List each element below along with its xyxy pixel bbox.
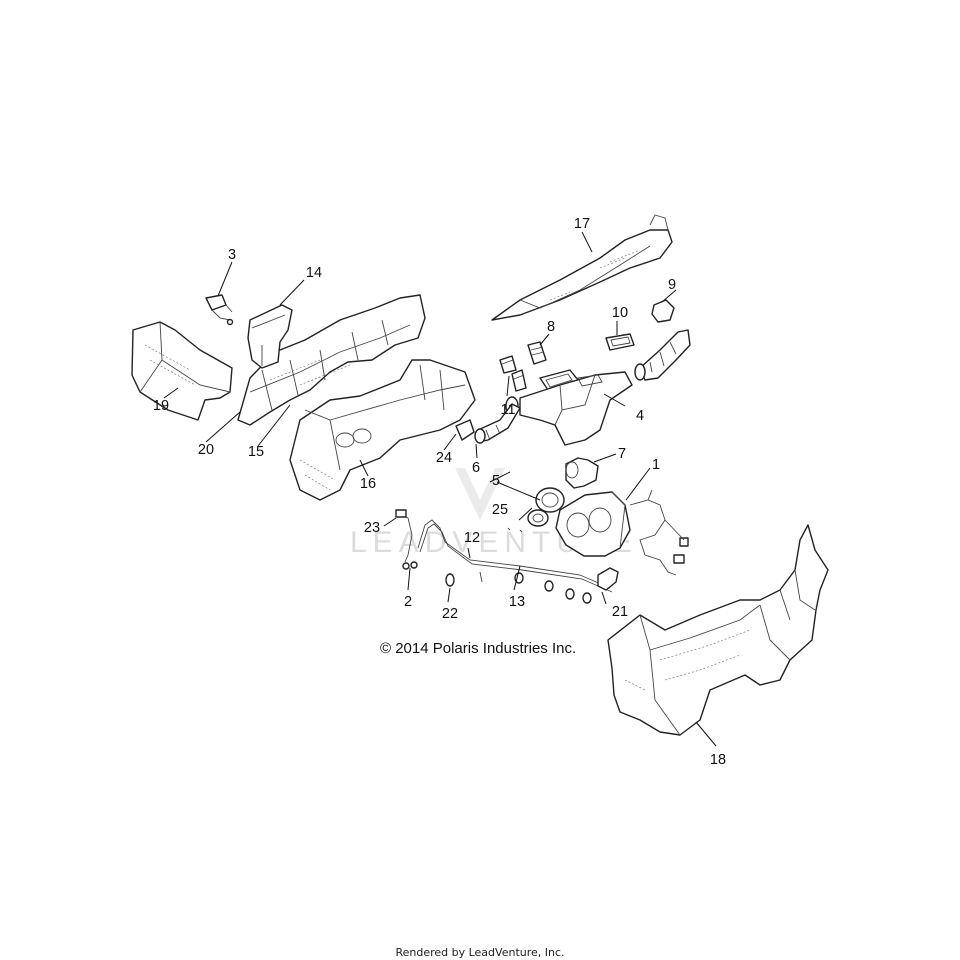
rendered-by-footer: Rendered by LeadVenture, Inc. <box>395 946 564 959</box>
part-7-elbow[interactable] <box>565 457 599 489</box>
callout-12[interactable]: 12 <box>464 530 480 546</box>
callout-6[interactable]: 6 <box>472 460 480 476</box>
callout-1[interactable]: 1 <box>652 457 660 473</box>
part-10-vent[interactable] <box>605 333 635 351</box>
part-hose-upper[interactable] <box>634 329 691 381</box>
callout-13[interactable]: 13 <box>509 594 525 610</box>
callout-18[interactable]: 18 <box>710 752 726 768</box>
part-2-clip[interactable] <box>402 561 418 570</box>
part-17-top-cover[interactable] <box>491 214 673 321</box>
callout-25[interactable]: 25 <box>492 502 508 518</box>
part-16-console[interactable] <box>289 359 476 501</box>
callout-labels: 1 2 3 4 5 6 7 8 9 10 11 12 13 14 15 16 1… <box>153 216 726 768</box>
leader-lines <box>163 231 717 747</box>
callout-16[interactable]: 16 <box>360 476 376 492</box>
callout-3[interactable]: 3 <box>228 247 236 263</box>
callout-20[interactable]: 20 <box>198 442 214 458</box>
callout-11[interactable]: 11 <box>500 402 515 418</box>
part-6-hose[interactable] <box>474 403 521 444</box>
callout-23[interactable]: 23 <box>364 520 380 536</box>
part-1-blower[interactable] <box>555 491 631 557</box>
callout-19[interactable]: 19 <box>153 398 169 414</box>
callout-22[interactable]: 22 <box>442 606 458 622</box>
part-5-flange[interactable] <box>527 487 565 527</box>
callout-5[interactable]: 5 <box>492 473 500 489</box>
callout-14[interactable]: 14 <box>306 265 322 281</box>
part-wire-harness[interactable] <box>629 489 689 576</box>
part-14-bracket[interactable] <box>247 304 293 369</box>
callout-7[interactable]: 7 <box>618 446 626 462</box>
callout-8[interactable]: 8 <box>547 319 555 335</box>
part-25-fastener <box>507 527 523 533</box>
callout-4[interactable]: 4 <box>636 408 644 424</box>
part-19-duct[interactable] <box>131 321 233 421</box>
part-21-fitting[interactable] <box>597 567 619 591</box>
part-11-vent[interactable] <box>499 355 527 392</box>
part-23-line[interactable] <box>395 509 413 563</box>
callout-2[interactable]: 2 <box>404 594 412 610</box>
part-12-pipe[interactable] <box>417 519 613 593</box>
part-24-fitting[interactable] <box>455 419 475 441</box>
callout-17[interactable]: 17 <box>574 216 590 232</box>
part-22-clamp[interactable] <box>445 571 483 587</box>
part-13-clamps[interactable] <box>514 572 592 604</box>
callout-9[interactable]: 9 <box>668 277 676 293</box>
part-9-fitting[interactable] <box>651 299 675 323</box>
copyright-text: © 2014 Polaris Industries Inc. <box>380 640 576 657</box>
part-18-floor-panel[interactable] <box>607 524 829 736</box>
callout-15[interactable]: 15 <box>248 444 264 460</box>
part-20-dash-panel[interactable] <box>237 294 426 426</box>
callout-21[interactable]: 21 <box>612 604 628 620</box>
part-8-vent[interactable] <box>527 341 547 365</box>
callout-24[interactable]: 24 <box>436 450 452 466</box>
part-3-connector[interactable] <box>205 294 234 326</box>
callout-10[interactable]: 10 <box>612 305 628 321</box>
